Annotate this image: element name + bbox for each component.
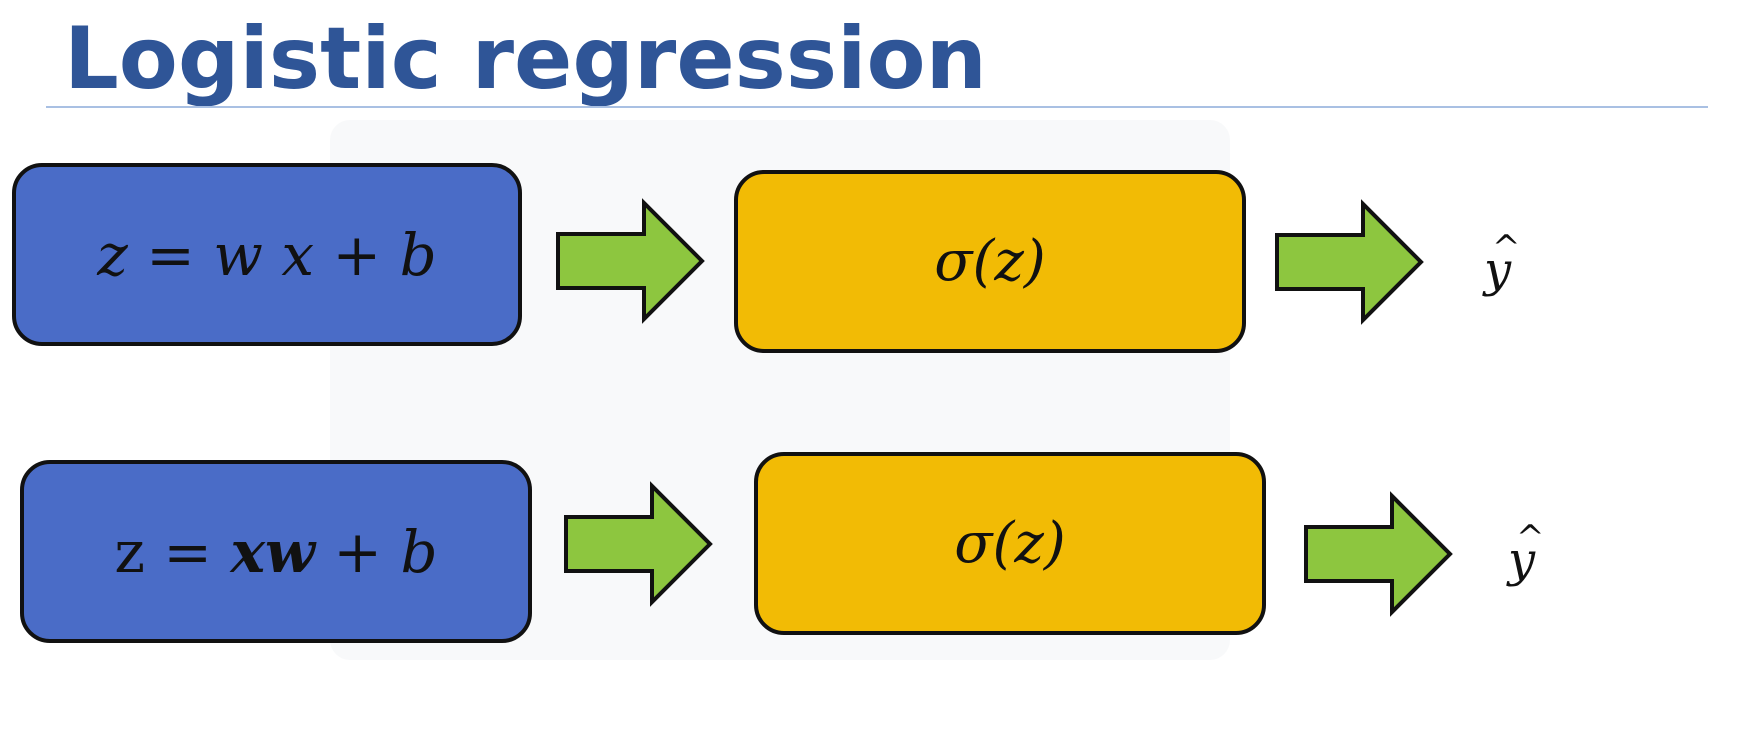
title-underline — [46, 106, 1708, 108]
sigmoid-box-row2: σ(z) — [754, 452, 1266, 635]
arrow-icon — [1304, 491, 1453, 617]
linear-box-row2: z = xw + b — [20, 460, 532, 643]
linear-equation-row2: z = xw + b — [114, 517, 438, 586]
arrow-icon — [564, 481, 713, 607]
arrow-icon — [556, 198, 705, 324]
output-yhat-row1: y — [1484, 218, 1521, 300]
sigmoid-label-row1: σ(z) — [934, 229, 1046, 294]
sigmoid-label-row2: σ(z) — [954, 511, 1066, 576]
sigmoid-box-row1: σ(z) — [734, 170, 1246, 353]
linear-box-row1: z = w x + b — [12, 163, 522, 346]
output-yhat-row2: y — [1508, 508, 1545, 590]
arrow-icon — [1275, 199, 1424, 325]
slide-title: Logistic regression — [64, 9, 987, 109]
linear-equation-row1: z = w x + b — [97, 220, 437, 289]
